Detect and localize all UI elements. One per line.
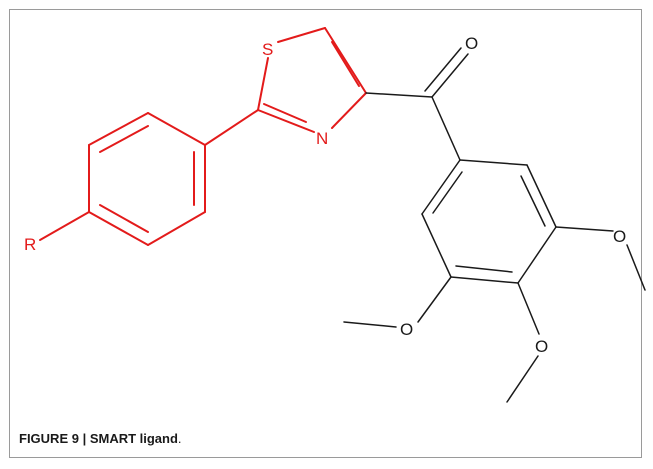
bond-ar-6-inner: [432, 171, 463, 214]
atom-methoxy-oxygen-left: O: [400, 320, 413, 339]
bond-carbonyl-o-1: [431, 53, 469, 98]
atom-methoxy-oxygen-bottom: O: [535, 337, 548, 356]
bond-c2-phenyl: [204, 109, 259, 146]
bond-n-c2-inner: [263, 103, 307, 123]
bond-ph-4: [88, 211, 149, 246]
figure-caption: FIGURE 9 | SMART ligand.: [19, 431, 182, 446]
bond-c5-c4: [324, 27, 367, 94]
caption-end: .: [177, 431, 182, 446]
atom-methoxy-oxygen-right: O: [613, 227, 626, 246]
bond-ome-right-1: [555, 226, 614, 232]
bond-ph-1: [147, 112, 206, 146]
bond-ome-left-1: [417, 276, 452, 323]
bond-ar-3: [517, 226, 557, 284]
bond-n-c2: [257, 109, 315, 133]
bond-c4-carbonyl: [365, 92, 433, 98]
atom-r-group: R: [24, 235, 36, 254]
bond-carbonyl-ring: [431, 96, 461, 161]
bond-ph-4-inner: [99, 204, 149, 233]
bond-ar-6: [421, 159, 461, 215]
bond-s-c5: [277, 27, 326, 43]
bond-r: [39, 211, 90, 241]
bond-ome-bottom-1: [517, 282, 540, 335]
bond-ar-4: [450, 276, 519, 284]
core-fragment: [343, 47, 646, 403]
bond-ar-1: [459, 159, 528, 166]
bond-ar-5: [421, 213, 452, 278]
bond-ar-2: [526, 164, 557, 228]
bond-ome-bottom-2: [506, 355, 539, 403]
atom-carbonyl-oxygen: O: [465, 34, 478, 53]
bond-ar-2-inner: [520, 175, 546, 227]
atom-sulfur: S: [262, 40, 273, 59]
bond-ph-2: [88, 112, 149, 146]
atom-nitrogen: N: [316, 129, 328, 148]
bond-ome-right-2: [626, 244, 646, 291]
figure-frame: [9, 9, 642, 458]
bond-ph-2-inner: [99, 125, 149, 153]
caption-label: FIGURE 9 | SMART ligand: [19, 431, 178, 446]
bond-c2-s: [257, 57, 269, 111]
bond-c4-n: [331, 92, 367, 129]
bond-ph-5: [147, 211, 206, 246]
bond-ome-left-2: [343, 321, 397, 328]
bond-carbonyl-o-2: [424, 47, 462, 92]
bond-ar-4-inner: [455, 265, 513, 273]
highlighted-fragment: [39, 27, 367, 246]
bond-c5-c4-inner: [331, 41, 360, 87]
